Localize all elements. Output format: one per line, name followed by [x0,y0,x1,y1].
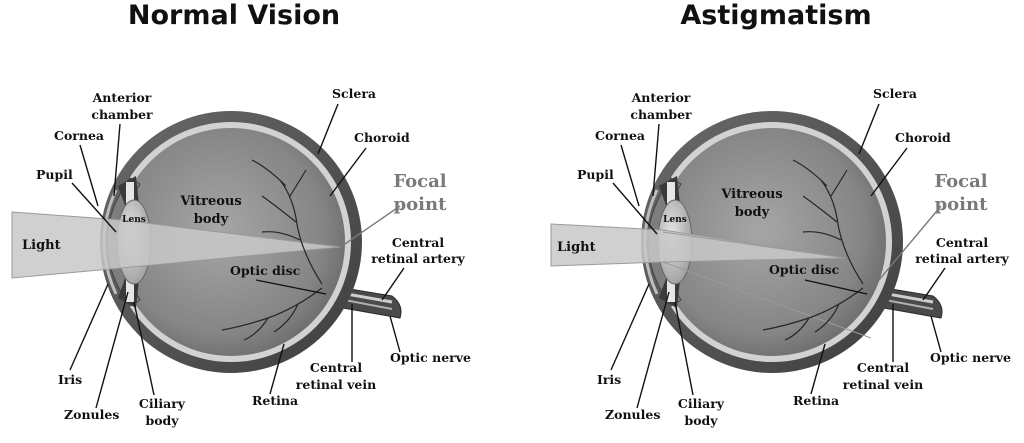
panel-title-normal-vision: Normal Vision [127,0,341,31]
label-cornea: Cornea [54,128,104,143]
label-iris: Iris [58,372,82,387]
label-light: Light [557,240,596,255]
label-optic-disc: Optic disc [769,262,840,277]
label-optic-disc: Optic disc [230,263,301,278]
retinal-vessels [221,159,323,341]
leader-lines [610,103,946,409]
label-iris: Iris [597,372,621,387]
label-sclera: Sclera [873,86,917,101]
label-optic-nerve: Optic nerve [390,350,471,365]
label-choroid: Choroid [895,130,951,145]
light-beam [550,223,846,267]
label-cornea: Cornea [595,128,645,143]
label-sclera: Sclera [332,86,376,101]
label-retina: Retina [252,393,298,408]
retinal-vessels [762,159,864,341]
leader-lines [69,103,405,409]
label-optic-nerve: Optic nerve [930,350,1011,365]
label-lens: Lens [122,215,146,225]
diverging-ray [662,261,872,339]
label-zonules: Zonules [605,407,660,422]
label-zonules: Zonules [64,407,119,422]
label-pupil: Pupil [36,167,73,182]
label-light: Light [22,238,61,253]
label-pupil: Pupil [577,167,614,182]
label-lens: Lens [663,215,687,225]
label-retina: Retina [793,393,839,408]
panel-title-astigmatism: Astigmatism [680,0,872,31]
diverging-ray [662,231,846,259]
label-choroid: Choroid [354,130,410,145]
